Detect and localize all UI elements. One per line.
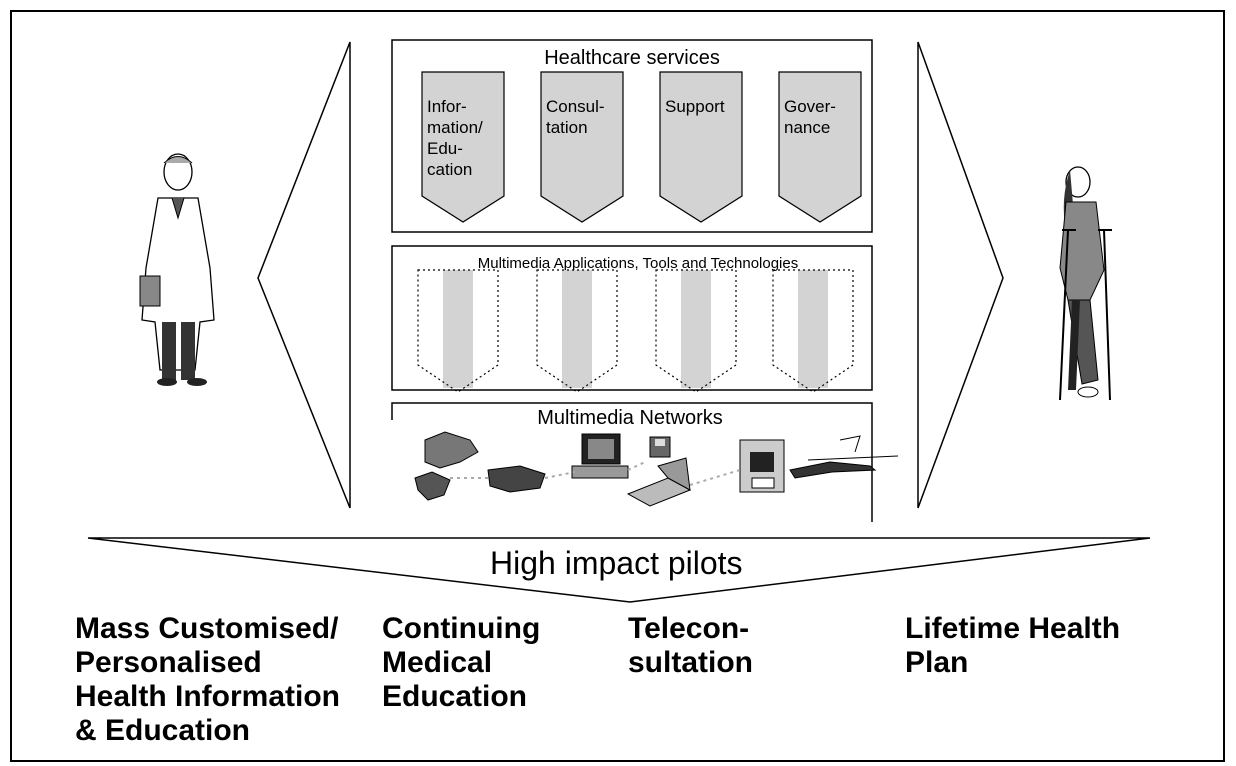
map-icon: [414, 431, 546, 501]
left-chevron: [257, 41, 351, 509]
service-label-line: Edu-: [427, 139, 463, 158]
service-labels: Infor-mation/Edu-cation Consul-tation Supp…: [427, 97, 836, 179]
application-column-4: [772, 269, 854, 393]
services-title: Healthcare services: [544, 47, 720, 69]
service-label-2: Consul-tation: [546, 97, 605, 137]
service-arrow-3: [659, 71, 743, 223]
service-label-line: Gover-: [784, 97, 836, 116]
instrument-icon: [789, 435, 899, 479]
laptop-icon: [626, 457, 692, 507]
service-label-line: Support: [665, 97, 725, 116]
service-label-1: Infor-mation/Edu-cation: [427, 97, 483, 179]
service-label-line: Infor-: [427, 97, 467, 116]
pilots-title: High impact pilots: [490, 545, 743, 581]
medical-device-icon: [739, 439, 785, 493]
doctor-figure: [139, 153, 215, 386]
diagram-frame: [10, 10, 1225, 762]
pilot-personalised-health-information: Mass Customised/ Personalised Health Inf…: [75, 612, 341, 747]
right-chevron: [917, 41, 1004, 509]
service-label-3: Support: [665, 97, 725, 116]
application-column-3: [655, 269, 737, 393]
application-column-1: [417, 269, 499, 393]
networks-box: [391, 402, 873, 522]
service-label-line: nance: [784, 118, 830, 137]
application-column-2: [536, 269, 618, 393]
pilots-wedge: [87, 537, 1151, 603]
application-columns: [417, 269, 854, 393]
service-label-line: mation/: [427, 118, 483, 137]
service-arrow-1: [421, 71, 505, 223]
service-arrows: [421, 71, 862, 223]
service-label-line: tation: [546, 118, 588, 137]
pilot-continuing-medical-education: Continuing Medical Education: [382, 612, 541, 713]
service-arrow-4: [778, 71, 862, 223]
service-label-line: Consul-: [546, 97, 605, 116]
service-label-4: Gover-nance: [784, 97, 836, 137]
networks-title: Multimedia Networks: [537, 407, 723, 429]
network-clipart: [414, 431, 899, 507]
service-arrow-2: [540, 71, 624, 223]
service-label-line: cation: [427, 160, 472, 179]
patient-on-crutches-figure: [1059, 166, 1112, 401]
computer-icon: [571, 433, 629, 479]
pilot-teleconsultation: Telecon- sultation: [628, 612, 753, 679]
link-dashes: [450, 461, 741, 486]
pilot-lifetime-health-plan: Lifetime Health Plan: [905, 612, 1121, 679]
floppy-disk-icon: [649, 436, 671, 458]
applications-title: Multimedia Applications, Tools and Techn…: [478, 255, 798, 272]
